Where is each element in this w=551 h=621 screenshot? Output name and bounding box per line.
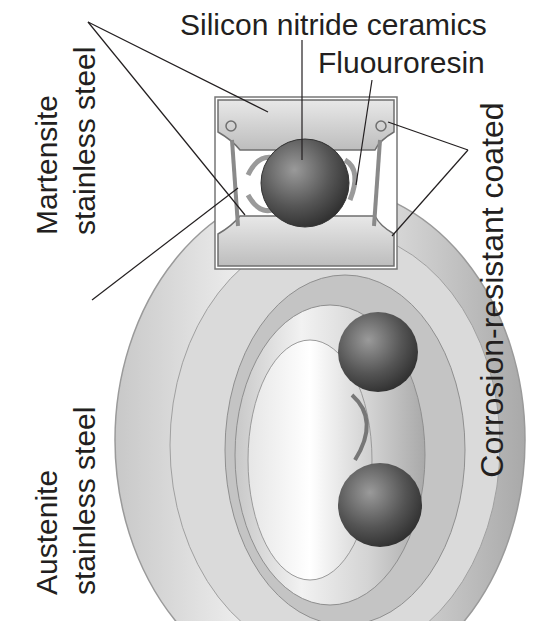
part-label: Austenite stainless steel (28, 369, 104, 595)
part-label: Fluouroresin (318, 44, 485, 82)
part-label: Silicon nitride ceramics (180, 6, 487, 44)
shield (374, 140, 380, 226)
section-frame (215, 97, 397, 269)
part-label: Corrosion-resistant coated (472, 30, 512, 550)
outer-ring (115, 185, 525, 621)
shield (232, 140, 238, 226)
shield-groove (226, 121, 236, 131)
part-label: Martensite stainless steel (28, 15, 104, 235)
shield-groove (376, 121, 386, 131)
ring-face (170, 230, 500, 621)
raceway (225, 275, 465, 621)
inner-ring (235, 305, 425, 605)
cage (352, 395, 367, 460)
ceramic-ball (261, 139, 349, 227)
ball (338, 312, 418, 392)
ball (338, 463, 422, 547)
